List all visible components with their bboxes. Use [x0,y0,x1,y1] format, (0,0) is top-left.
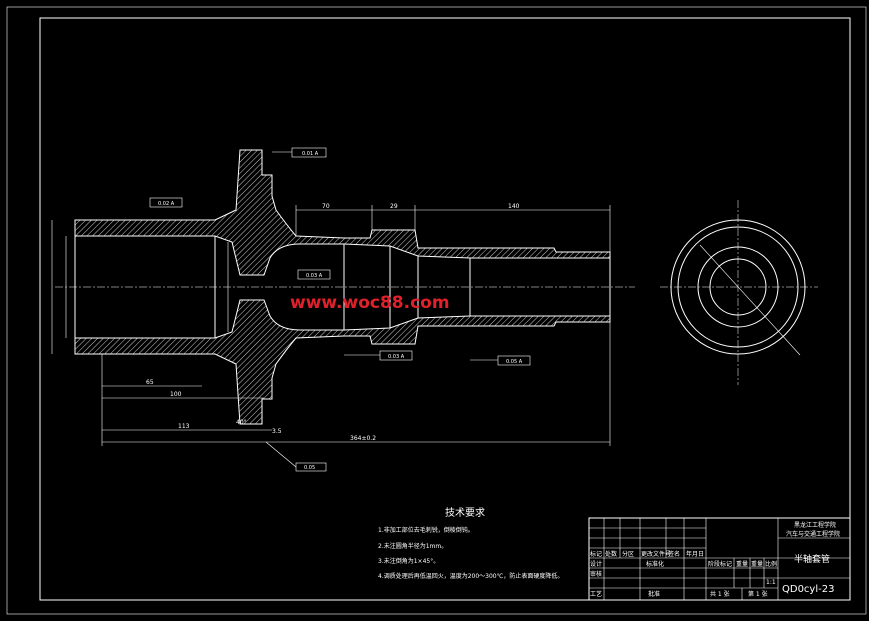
tb-school: 黑龙江工程学院 [794,521,836,529]
requirement-4: 4.调质处理后再低温回火，温度为200～300℃，防止表面硬度降低。 [378,572,563,580]
tb-label-count: 处数 [605,550,617,558]
tb-label-sign: 签名 [668,550,680,558]
requirements-title: 技术要求 [445,506,485,519]
end-view [660,200,818,385]
tol-runout-bottom-mid: 0.03 A [388,354,405,360]
tb-label-mark: 标记 [590,550,602,558]
dim-3-5: 3.5 [272,428,282,435]
tb-drawing-number: QD0cyl-23 [782,584,834,595]
dimensions: 70 29 140 65 100 113 364±0.2 3.5 40° [51,203,611,446]
tol-flatness-bottom: 0.05 [304,465,315,471]
dim-65: 65 [146,379,154,386]
title-block: 标记 处数 分区 更改文件号 签名 年月日 设计 标准化 审核 工艺 批准 阶段… [588,517,851,601]
dim-140: 140 [508,203,520,210]
watermark: www.woc88.com [290,293,450,313]
outer-border [6,6,867,615]
tb-role-craft: 工艺 [590,590,602,598]
tb-dept: 汽车与交通工程学院 [786,530,840,538]
inner-border [39,17,851,601]
tb-scale-label: 重量 [751,560,763,568]
tb-scale: 比例 [765,560,777,568]
shaft-section [55,149,635,425]
requirement-2: 2.未注圆角半径为1mm。 [378,542,447,550]
dim-70: 70 [322,203,330,210]
dim-100: 100 [170,391,182,398]
dim-40: 40° [236,419,247,426]
dim-364: 364±0.2 [350,435,376,442]
tb-sheet-no: 第 1 张 [748,590,768,598]
tb-stage: 阶段标记 [708,560,732,568]
tb-part-name: 半轴套管 [794,553,830,565]
technical-requirements: 技术要求 1.非加工部位去毛刺锐，倒棱倒钝。 2.未注圆角半径为1mm。 3.未… [378,506,563,580]
tb-label-date: 年月日 [686,550,704,558]
requirement-1: 1.非加工部位去毛刺锐，倒棱倒钝。 [378,526,474,534]
tb-label-change: 更改文件号 [641,550,671,558]
dim-113: 113 [178,423,190,430]
tb-approve: 批准 [648,590,660,598]
tb-standard: 标准化 [646,560,664,568]
requirement-3: 3.未注倒角为1×45°。 [378,557,439,565]
tol-runout-bottom-right: 0.05 A [506,359,523,365]
tb-weight: 重量 [736,560,748,568]
tb-scale-value: 1:1 [766,579,776,586]
tol-perp-top: 0.01 A [302,151,319,157]
tb-role-review: 审核 [590,570,602,578]
tb-sheets-total: 共 1 张 [710,590,730,598]
tolerance-frames: 0.01 A 0.02 A 0.03 A 0.03 A 0.05 A 0.05 [149,147,531,472]
tol-runout-left: 0.02 A [158,201,175,207]
dim-29: 29 [390,203,398,210]
tol-runout-mid-top: 0.03 A [306,273,323,279]
tb-label-zone: 分区 [622,550,634,558]
tb-role-design: 设计 [590,560,602,568]
